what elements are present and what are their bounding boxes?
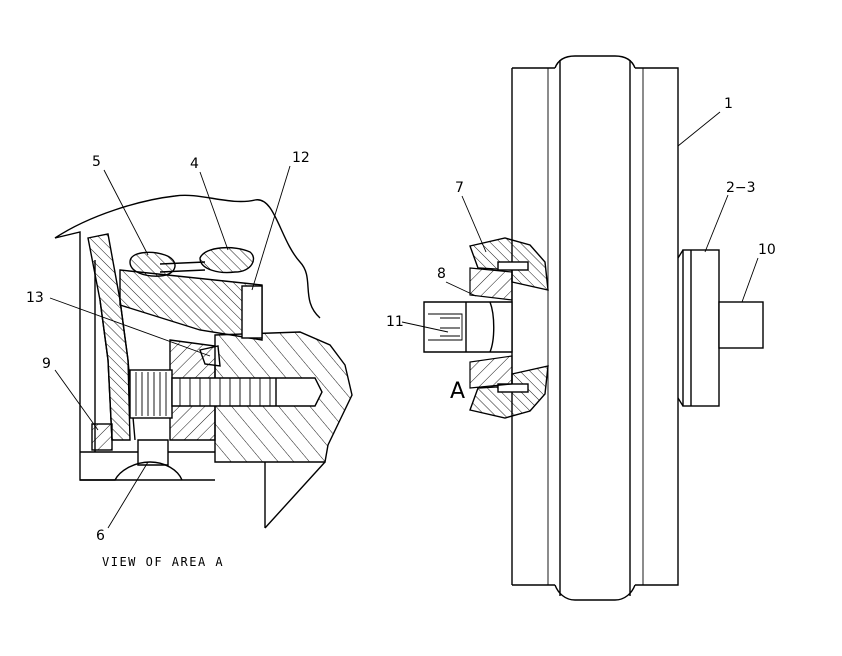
seal-group-section: [469, 267, 513, 301]
detail-view-area-a: 5 4 12 13 9 6 VIEW OF AREA A: [26, 150, 353, 569]
callout-9: 9: [42, 356, 51, 372]
toric-seal-4: [199, 246, 255, 274]
seal-ring-section: [119, 269, 263, 341]
bolt-shank: [171, 377, 323, 407]
shaft-end: [718, 301, 764, 349]
washer-9: [91, 423, 113, 451]
shaft-collar: [682, 249, 720, 407]
callout-13: 13: [26, 290, 44, 306]
detail-caption: VIEW OF AREA A: [102, 555, 224, 569]
callout-6: 6: [96, 528, 105, 544]
toric-seal-5: [129, 251, 176, 277]
main-leaders: [401, 111, 759, 333]
shaft-11: [423, 301, 513, 353]
callout-7: 7: [455, 180, 464, 196]
seal-group-section-lower: [469, 355, 513, 389]
callout-10: 10: [758, 242, 776, 258]
callout-12: 12: [292, 150, 310, 166]
plug-6: [137, 439, 169, 466]
area-marker-a: A: [450, 379, 465, 404]
detail-leaders: [49, 165, 291, 529]
callout-1: 1: [724, 96, 733, 112]
callout-4: 4: [190, 156, 199, 172]
callout-2-3: 2−3: [726, 180, 756, 196]
callout-11: 11: [386, 314, 404, 330]
callout-5: 5: [92, 154, 101, 170]
idler-assembly: 1 2−3 10 7 8 11 A: [386, 55, 776, 601]
callout-8: 8: [437, 266, 446, 282]
